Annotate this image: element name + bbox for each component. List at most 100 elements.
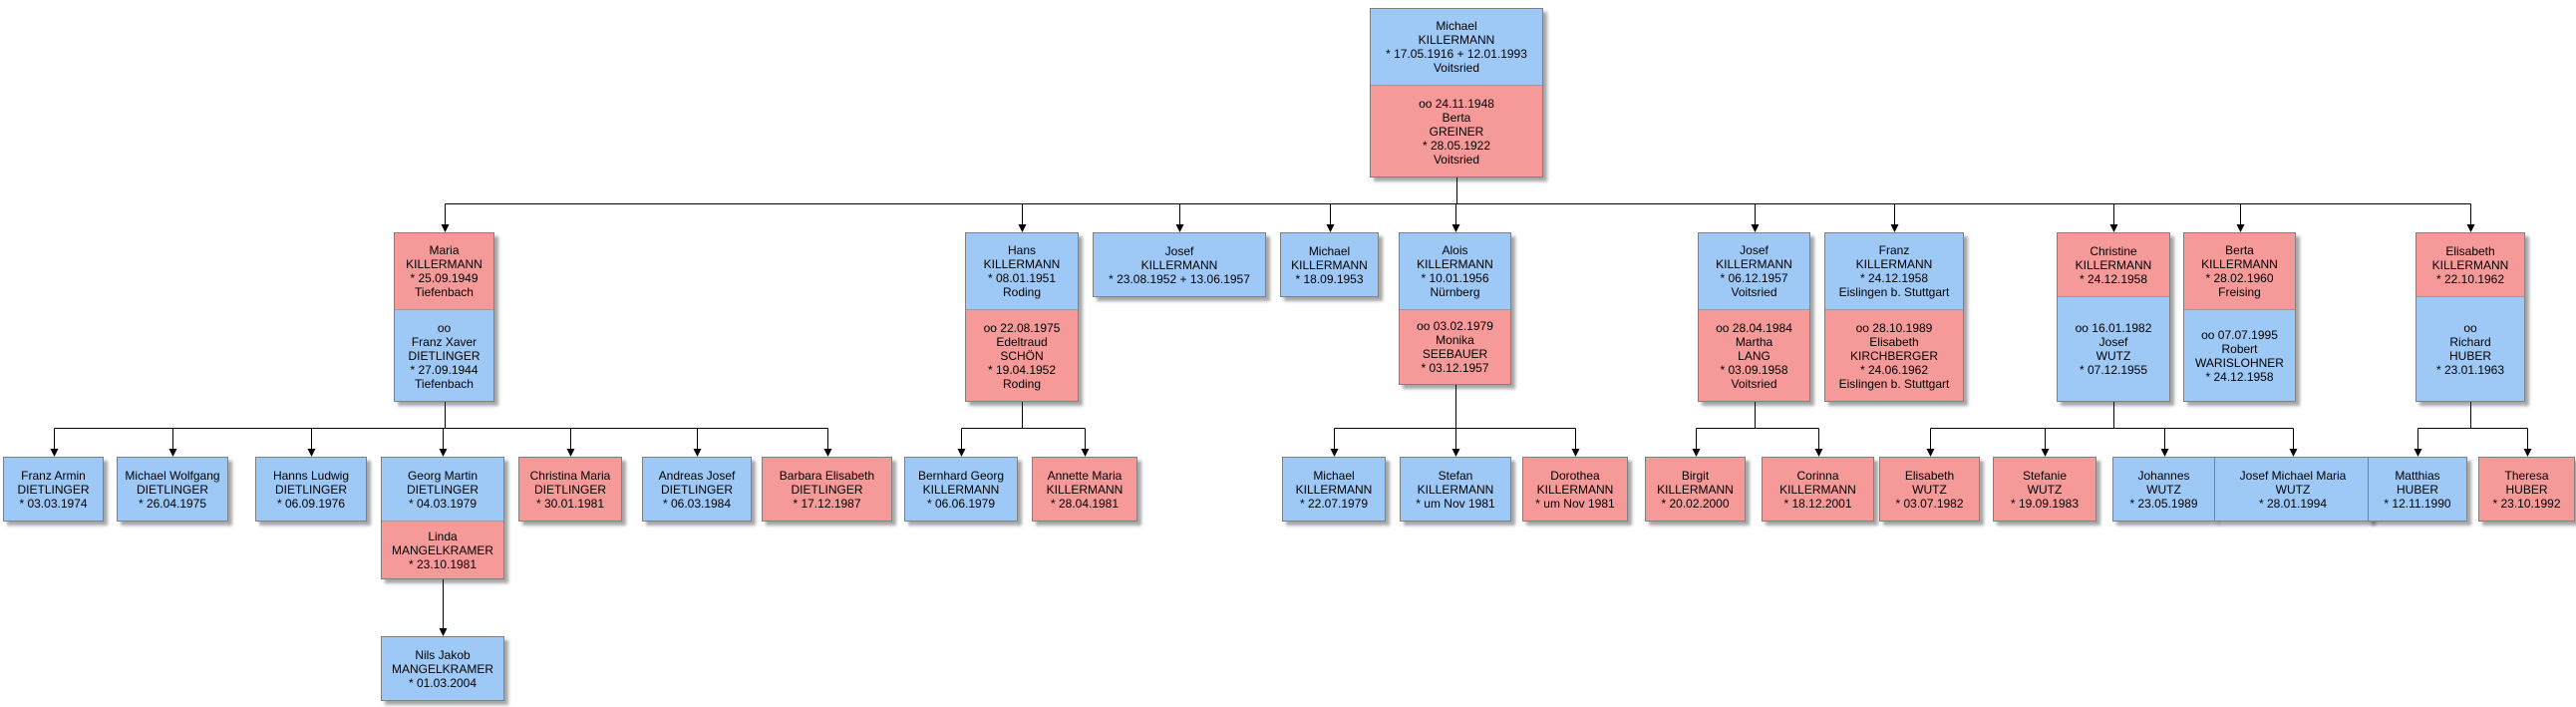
arrow-head <box>1451 449 1460 457</box>
person-box-birgit: Birgit KILLERMANN * 20.02.2000 <box>1645 457 1746 522</box>
arrow-head <box>1326 224 1335 232</box>
person-details: Christine KILLERMANN * 24.12.1958 <box>2058 233 2169 296</box>
person-details: Elisabeth WUTZ * 03.07.1982 <box>1880 458 1979 521</box>
person-details: Annette Maria KILLERMANN * 28.04.1981 <box>1033 458 1136 521</box>
person-box-hanns-ludwig: Hanns Ludwig DIETLINGER * 06.09.1976 <box>255 457 367 522</box>
person-details: Michael KILLERMANN * 22.07.1979 <box>1283 458 1385 521</box>
person-details: Stefan KILLERMANN * um Nov 1981 <box>1401 458 1510 521</box>
arrow-head <box>1081 449 1090 457</box>
person-box-andreas-josef: Andreas Josef DIETLINGER * 06.03.1984 <box>642 457 752 522</box>
arrow-head <box>1018 224 1027 232</box>
arrow-head <box>439 628 448 636</box>
person-box-corinna: Corinna KILLERMANN * 18.12.2001 <box>1762 457 1874 522</box>
person-details: Josef KILLERMANN * 06.12.1957 Voitsried <box>1699 233 1809 309</box>
spouse-details: oo 07.07.1995 Robert WARISLOHNER * 24.12… <box>2184 309 2295 401</box>
spouse-details: oo Franz Xaver DIETLINGER * 27.09.1944 T… <box>395 309 493 401</box>
person-box-annette-maria: Annette Maria KILLERMANN * 28.04.1981 <box>1032 457 1137 522</box>
spouse-details: oo 16.01.1982 Josef WUTZ * 07.12.1955 <box>2058 296 2169 401</box>
person-details: Theresa HUBER * 23.10.1992 <box>2479 458 2574 521</box>
person-box-josef-michael-maria: Josef Michael Maria WUTZ * 28.01.1994 <box>2214 457 2372 522</box>
arrow-head <box>1814 449 1823 457</box>
arrow-head <box>957 449 966 457</box>
person-box-michael-root: Michael KILLERMANN * 17.05.1916 + 12.01.… <box>1370 8 1543 177</box>
person-box-stefan: Stefan KILLERMANN * um Nov 1981 <box>1400 457 1511 522</box>
arrow-head <box>2466 224 2475 232</box>
person-box-barbara-elisabeth: Barbara Elisabeth DIETLINGER * 17.12.198… <box>762 457 892 522</box>
arrow-head <box>1926 449 1935 457</box>
person-details: Georg Martin DIETLINGER * 04.03.1979 <box>382 458 503 521</box>
arrow-head <box>168 449 177 457</box>
person-details: Johannes WUTZ * 23.05.1989 <box>2113 458 2214 521</box>
person-box-josef-1952: Josef KILLERMANN * 23.08.1952 + 13.06.19… <box>1093 232 1266 297</box>
spouse-details: oo 28.04.1984 Martha LANG * 03.09.1958 V… <box>1699 309 1809 401</box>
arrow-head <box>439 449 448 457</box>
arrow-head <box>2041 449 2050 457</box>
person-details: Josef Michael Maria WUTZ * 28.01.1994 <box>2215 458 2371 521</box>
arrow-head <box>1751 224 1760 232</box>
person-box-dorothea: Dorothea KILLERMANN * um Nov 1981 <box>1522 457 1628 522</box>
arrow-head <box>1451 224 1460 232</box>
arrow-head <box>2523 449 2532 457</box>
arrow-head <box>50 449 59 457</box>
person-details: Dorothea KILLERMANN * um Nov 1981 <box>1523 458 1627 521</box>
arrow-head <box>307 449 316 457</box>
person-details: Michael KILLERMANN * 17.05.1916 + 12.01.… <box>1371 9 1542 85</box>
person-details: Stefanie WUTZ * 19.09.1983 <box>1994 458 2095 521</box>
person-box-christina-maria: Christina Maria DIETLINGER * 30.01.1981 <box>518 457 622 522</box>
person-box-michael-1979: Michael KILLERMANN * 22.07.1979 <box>1282 457 1386 522</box>
arrow-head <box>1890 224 1899 232</box>
person-box-stefanie-wutz: Stefanie WUTZ * 19.09.1983 <box>1993 457 2096 522</box>
person-box-michael-1953: Michael KILLERMANN * 18.09.1953 <box>1280 232 1379 297</box>
person-details: Maria KILLERMANN * 25.09.1949 Tiefenbach <box>395 233 493 309</box>
person-box-bernhard-georg: Bernhard Georg KILLERMANN * 06.06.1979 <box>904 457 1018 522</box>
arrow-head <box>823 449 832 457</box>
person-details: Nils Jakob MANGELKRAMER * 01.03.2004 <box>382 637 503 700</box>
person-details: Michael Wolfgang DIETLINGER * 26.04.1975 <box>118 458 227 521</box>
person-details: Franz KILLERMANN * 24.12.1958 Eislingen … <box>1825 233 1963 309</box>
person-box-nils-jakob: Nils Jakob MANGELKRAMER * 01.03.2004 <box>381 636 504 701</box>
person-box-franz: Franz KILLERMANN * 24.12.1958 Eislingen … <box>1824 232 1964 402</box>
person-details: Franz Armin DIETLINGER * 03.03.1974 <box>4 458 103 521</box>
person-details: Matthias HUBER * 12.11.1990 <box>2369 458 2466 521</box>
spouse-details: oo 28.10.1989 Elisabeth KIRCHBERGER * 24… <box>1825 309 1963 401</box>
person-details: Hanns Ludwig DIETLINGER * 06.09.1976 <box>256 458 366 521</box>
arrow-head <box>566 449 575 457</box>
person-details: Hans KILLERMANN * 08.01.1951 Roding <box>966 233 1078 309</box>
arrow-head <box>2109 224 2118 232</box>
arrow-head <box>1330 449 1339 457</box>
spouse-details: oo 22.08.1975 Edeltraud SCHÖN * 19.04.19… <box>966 309 1078 401</box>
arrow-head <box>1692 449 1701 457</box>
person-details: Corinna KILLERMANN * 18.12.2001 <box>1763 458 1873 521</box>
person-details: Berta KILLERMANN * 28.02.1960 Freising <box>2184 233 2295 309</box>
person-box-elisabeth-wutz: Elisabeth WUTZ * 03.07.1982 <box>1879 457 1980 522</box>
person-details: Alois KILLERMANN * 10.01.1956 Nürnberg <box>1400 233 1510 309</box>
arrow-head <box>693 449 702 457</box>
arrow-head <box>2289 449 2298 457</box>
person-box-johannes-wutz: Johannes WUTZ * 23.05.1989 <box>2112 457 2215 522</box>
person-details: Josef KILLERMANN * 23.08.1952 + 13.06.19… <box>1094 233 1265 296</box>
person-details: Barbara Elisabeth DIETLINGER * 17.12.198… <box>763 458 891 521</box>
person-details: Andreas Josef DIETLINGER * 06.03.1984 <box>643 458 751 521</box>
arrow-head <box>2414 449 2422 457</box>
person-box-theresa-huber: Theresa HUBER * 23.10.1992 <box>2478 457 2575 522</box>
person-details: Birgit KILLERMANN * 20.02.2000 <box>1646 458 1745 521</box>
person-box-maria: Maria KILLERMANN * 25.09.1949 Tiefenbach… <box>394 232 494 402</box>
spouse-details: oo 03.02.1979 Monika SEEBAUER * 03.12.19… <box>1400 309 1510 384</box>
arrow-head <box>1571 449 1580 457</box>
spouse-details: oo Richard HUBER * 23.01.1963 <box>2416 296 2524 401</box>
arrow-head <box>2236 224 2245 232</box>
person-details: Elisabeth KILLERMANN * 22.10.1962 <box>2416 233 2524 296</box>
person-box-matthias-huber: Matthias HUBER * 12.11.1990 <box>2368 457 2467 522</box>
person-details: Michael KILLERMANN * 18.09.1953 <box>1281 233 1378 296</box>
arrow-head <box>441 224 450 232</box>
arrow-head <box>1175 224 1184 232</box>
